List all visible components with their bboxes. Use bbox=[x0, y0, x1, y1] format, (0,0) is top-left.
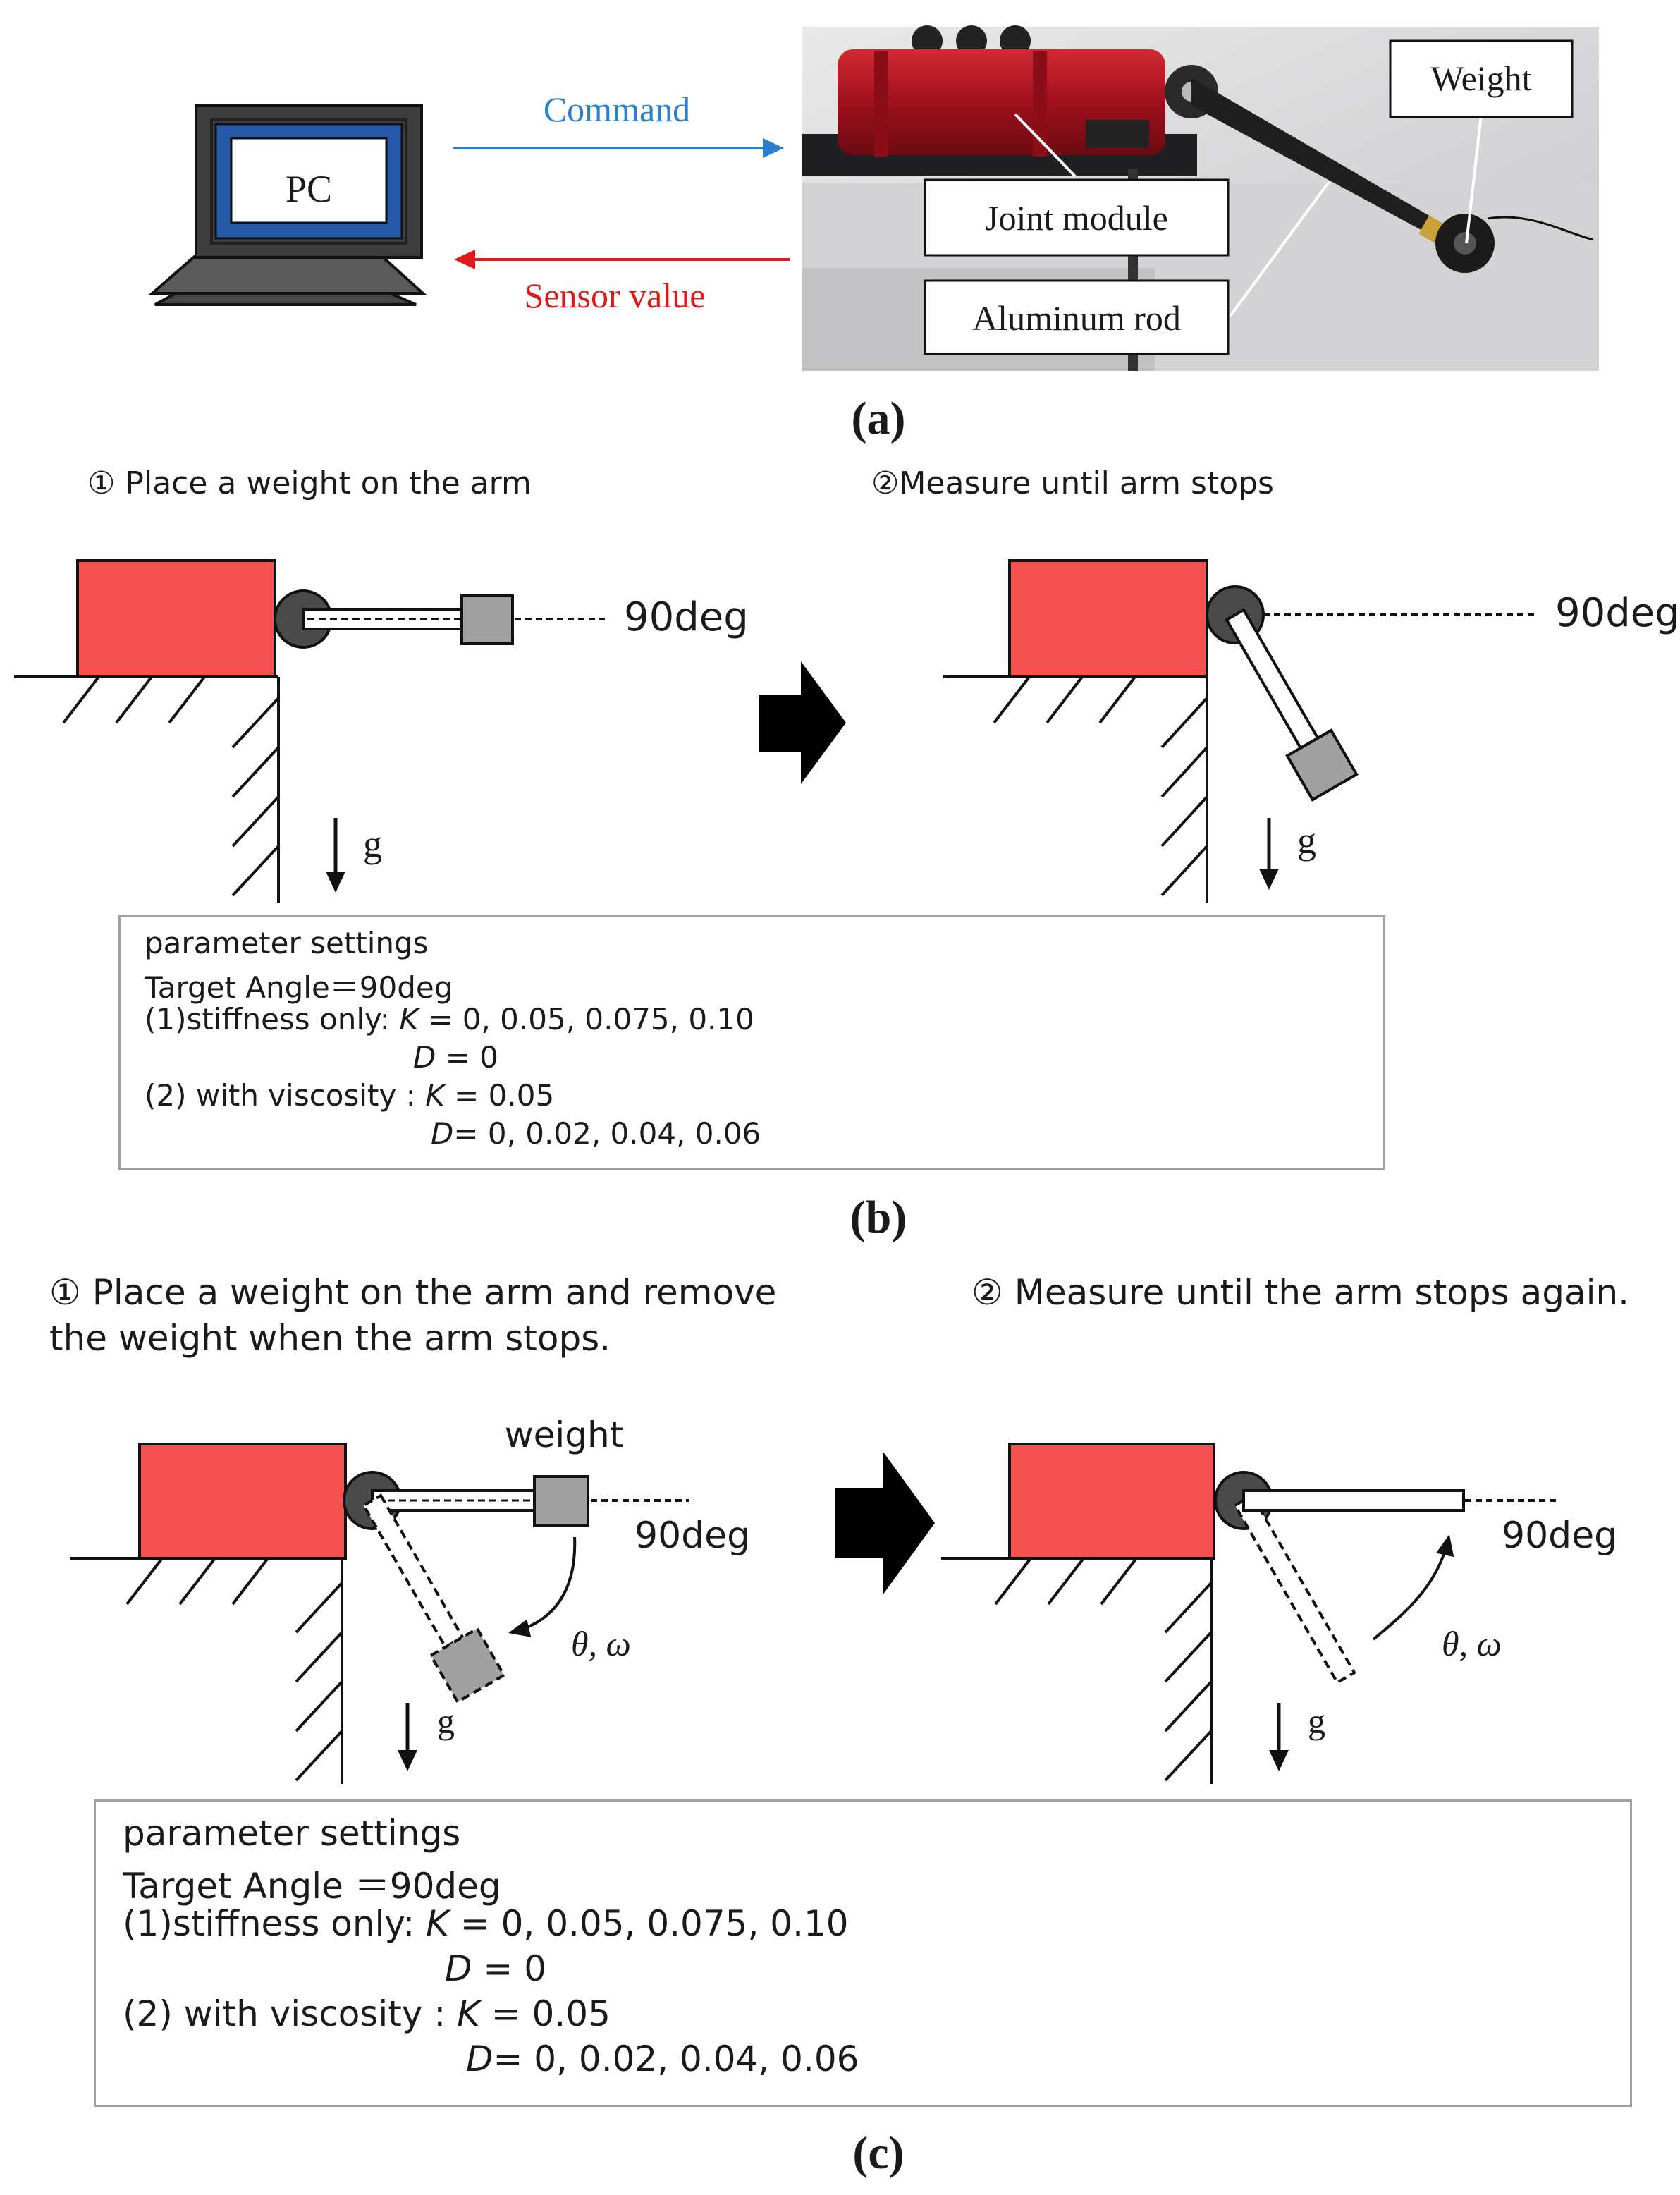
params-line4-c: D= 0, 0.02, 0.04, 0.06 bbox=[466, 2038, 859, 2079]
sensor-arrowhead bbox=[454, 250, 475, 269]
panel-c: ① Place a weight on the arm and remove t… bbox=[49, 1272, 1629, 2179]
joint-module-block bbox=[76, 559, 276, 678]
angle-label-b-right: 90deg bbox=[1555, 590, 1680, 636]
step2-b: ②Measure until arm stops bbox=[871, 465, 1274, 501]
sensor-label: Sensor value bbox=[525, 276, 706, 315]
panel-b: ① Place a weight on the arm ②Measure unt… bbox=[14, 465, 1680, 1243]
angle-label-c-left: 90deg bbox=[634, 1515, 750, 1557]
weight-label-c: weight bbox=[505, 1414, 624, 1455]
theta-label-c-right: θ, ω bbox=[1442, 1624, 1502, 1663]
params-title-c: parameter settings bbox=[123, 1813, 461, 1854]
gravity-label-c-right: g bbox=[1308, 1701, 1325, 1741]
weight-callout-box bbox=[1389, 39, 1574, 118]
joint-callout-line bbox=[1014, 113, 1077, 178]
gravity-label-b-right: g bbox=[1297, 819, 1316, 862]
weight-label: Weight bbox=[1430, 59, 1531, 98]
step1-c-line1: ① Place a weight on the arm and remove bbox=[49, 1272, 776, 1313]
rod-callout-line bbox=[1229, 181, 1330, 317]
laptop-icon: PC bbox=[148, 104, 427, 306]
parameter-box-b: parameter settings Target Angle＝90deg (1… bbox=[118, 915, 1385, 1170]
params-line1-c: (1)stiffness only: K = 0, 0.05, 0.075, 0… bbox=[123, 1903, 849, 1944]
panel-a: PC Command Sensor value bbox=[148, 25, 1599, 444]
command-arrowhead bbox=[763, 138, 784, 158]
next-step-arrow-c bbox=[835, 1451, 935, 1595]
params-line4-b: D= 0, 0.02, 0.04, 0.06 bbox=[431, 1116, 761, 1151]
params-line2-b: D = 0 bbox=[413, 1040, 498, 1075]
angle-label-b-left: 90deg bbox=[624, 594, 749, 640]
step1-c-line2: the weight when the arm stops. bbox=[49, 1318, 611, 1359]
joint-label: Joint module bbox=[985, 198, 1168, 238]
params-target-c: Target Angle ＝90deg bbox=[123, 1866, 501, 1907]
gravity-label-b-left: g bbox=[363, 823, 382, 865]
caption-a: (a) bbox=[852, 393, 906, 444]
weight-callout-line bbox=[1465, 108, 1483, 244]
params-line3-b: (2) with viscosity : K = 0.05 bbox=[145, 1078, 555, 1113]
params-line1-b: (1)stiffness only: K = 0, 0.05, 0.075, 0… bbox=[145, 1002, 754, 1037]
command-label: Command bbox=[544, 90, 690, 129]
rod-label: Aluminum rod bbox=[972, 298, 1181, 338]
scene-b-left: 90deg g bbox=[14, 559, 749, 903]
params-line3-c: (2) with viscosity : K = 0.05 bbox=[123, 1993, 611, 2034]
params-line2-c: D = 0 bbox=[445, 1948, 547, 1989]
scene-c-left: weight 90deg θ, ω g bbox=[70, 1414, 750, 1784]
rod-callout-box bbox=[924, 279, 1230, 355]
scene-b-right: 90deg g bbox=[943, 559, 1680, 903]
arm-rod bbox=[302, 608, 467, 630]
caption-b: (b) bbox=[850, 1192, 907, 1243]
next-step-arrow-b bbox=[759, 661, 846, 784]
step1-b: ① Place a weight on the arm bbox=[87, 465, 532, 501]
weight-block bbox=[460, 594, 514, 645]
caption-c: (c) bbox=[852, 2127, 904, 2179]
angle-label-c-right: 90deg bbox=[1502, 1515, 1617, 1557]
joint-callout-box bbox=[924, 178, 1230, 257]
theta-label-c-left: θ, ω bbox=[571, 1624, 631, 1663]
pc-label: PC bbox=[286, 168, 332, 210]
gravity-label-c-left: g bbox=[437, 1701, 455, 1741]
params-title-b: parameter settings bbox=[145, 926, 429, 960]
step2-c: ② Measure until the arm stops again. bbox=[971, 1272, 1629, 1313]
parameter-box-c: parameter settings Target Angle ＝90deg (… bbox=[94, 1799, 1632, 2107]
scene-c-right: 90deg θ, ω g bbox=[941, 1443, 1617, 1784]
params-target-b: Target Angle＝90deg bbox=[145, 970, 453, 1005]
